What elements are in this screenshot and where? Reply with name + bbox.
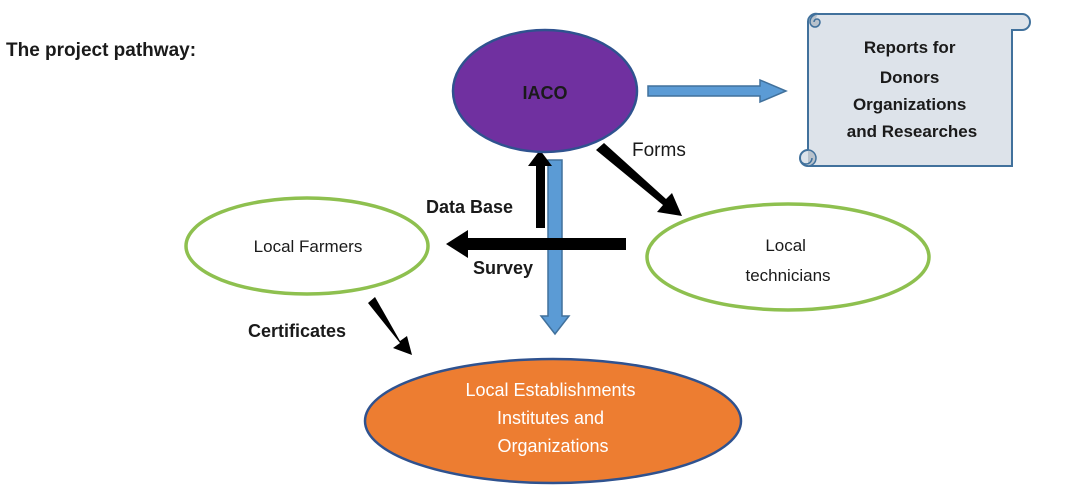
node-local-technicians	[645, 202, 931, 312]
establishments-line-2: Institutes and	[497, 408, 604, 428]
arrow-database-up	[528, 150, 552, 228]
edge-label-survey: Survey	[473, 258, 533, 278]
edge-label-database: Data Base	[426, 197, 513, 217]
svg-text:Local Establishments Insti: Local Establishments Institutes and Orga…	[465, 380, 640, 456]
reports-line-3: Organizations	[853, 95, 966, 114]
cropped-top-text	[0, 0, 300, 10]
technicians-line-1: Local	[765, 236, 806, 255]
node-local-establishments	[363, 357, 743, 485]
node-local-farmers	[184, 196, 430, 296]
arrow-forms	[596, 143, 682, 216]
establishments-line-3: Organizations	[497, 436, 608, 456]
arrow-survey-left	[446, 230, 626, 258]
page-title: The project pathway:	[6, 40, 196, 61]
node-iaco-label: IACO	[523, 83, 568, 103]
reports-line-4: and Researches	[847, 122, 977, 141]
reports-line-2: Donors	[880, 68, 940, 87]
arrow-certificates	[368, 297, 412, 355]
reports-line-1: Reports for	[864, 38, 956, 57]
node-reports	[798, 12, 1032, 167]
svg-text:Reports for Donors Org: Reports for Donors Organizations and Res…	[847, 38, 977, 141]
establishments-line-1: Local Establishments	[465, 380, 635, 400]
svg-text:Local technicians: Local technicians	[745, 236, 830, 285]
technicians-line-2: technicians	[745, 266, 830, 285]
edge-label-forms: Forms	[632, 140, 686, 161]
edge-label-certificates: Certificates	[248, 321, 346, 341]
node-local-farmers-label: Local Farmers	[254, 237, 363, 256]
arrow-iaco-to-reports	[647, 78, 788, 104]
node-iaco	[451, 28, 639, 154]
